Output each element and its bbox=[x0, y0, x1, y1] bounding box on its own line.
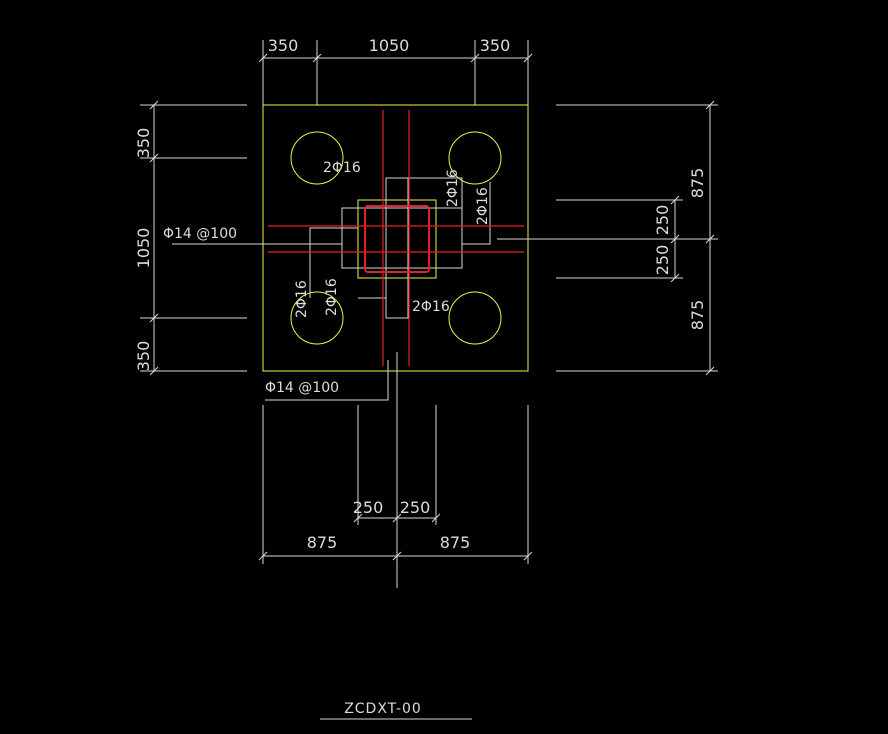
bars-label-bottom-left-2: 2Φ16 bbox=[324, 278, 340, 316]
leader-outlines bbox=[172, 177, 491, 405]
dim-bottom-outer-1: 875 bbox=[307, 533, 338, 552]
bars-label-top-right-1: 2Φ16 bbox=[445, 169, 461, 207]
drawing-title: ZCDXT-00 bbox=[344, 701, 422, 717]
bars-label-bottom-left-1: 2Φ16 bbox=[294, 280, 310, 318]
dim-right-inner-1: 250 bbox=[653, 205, 672, 236]
pile-top-left bbox=[290, 131, 344, 185]
left-dimension-chain: 350 1050 350 bbox=[134, 100, 247, 376]
right-dimension-chain: 875 875 250 250 bbox=[497, 100, 718, 376]
dim-left-3: 350 bbox=[134, 341, 153, 372]
drawing-title-block: ZCDXT-00 bbox=[320, 701, 472, 720]
dim-left-1: 350 bbox=[134, 128, 153, 159]
pile-cap bbox=[262, 104, 529, 372]
pile-bottom-right bbox=[448, 291, 502, 345]
dim-bottom-outer-2: 875 bbox=[440, 533, 471, 552]
cap-outline bbox=[262, 104, 529, 372]
reinforcement bbox=[268, 110, 524, 366]
stirrup-label-1: Φ14 @100 bbox=[163, 226, 237, 242]
bottom-dimension-chain: 250 250 875 875 bbox=[258, 405, 533, 588]
rebar-annotations: Φ14 @100 Φ14 @100 2Φ16 2Φ16 2Φ16 2Φ16 2Φ… bbox=[163, 160, 491, 396]
dim-right-outer-1: 875 bbox=[688, 168, 707, 199]
pile-bottom-left bbox=[290, 291, 344, 345]
dim-top-1: 350 bbox=[268, 36, 299, 55]
top-dimension-chain: 350 1050 350 bbox=[258, 36, 533, 105]
dim-bottom-inner-1: 250 bbox=[353, 498, 384, 517]
bars-label-top-right-2: 2Φ16 bbox=[475, 187, 491, 225]
stirrup-label-2: Φ14 @100 bbox=[265, 380, 339, 396]
dim-bottom-inner-2: 250 bbox=[400, 498, 431, 517]
column-stirrup bbox=[364, 205, 430, 273]
pile-top-right bbox=[448, 131, 502, 185]
column-outline bbox=[357, 199, 437, 279]
dim-left-2: 1050 bbox=[134, 228, 153, 269]
dim-right-inner-2: 250 bbox=[653, 245, 672, 276]
dim-top-2: 1050 bbox=[369, 36, 410, 55]
dim-top-3: 350 bbox=[480, 36, 511, 55]
dim-right-outer-2: 875 bbox=[688, 300, 707, 331]
bars-label-top: 2Φ16 bbox=[323, 160, 361, 176]
bars-label-bottom-right: 2Φ16 bbox=[412, 299, 450, 315]
